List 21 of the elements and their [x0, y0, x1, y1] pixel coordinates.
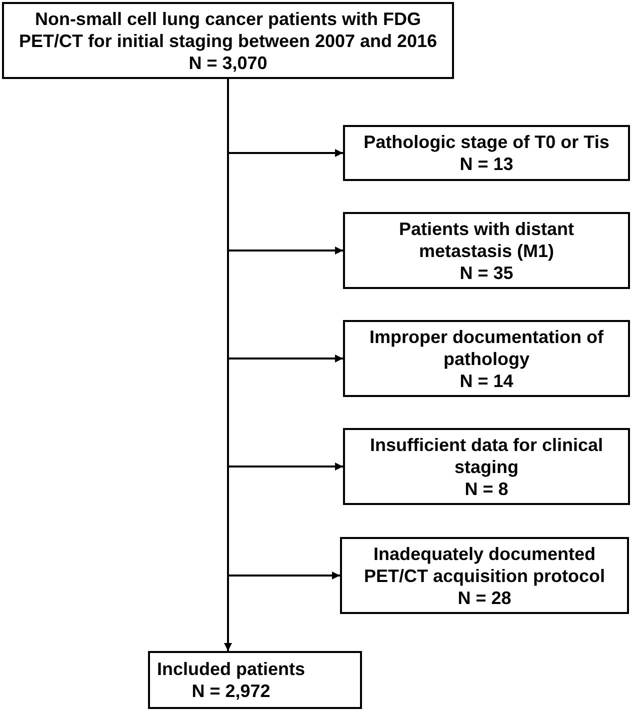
criteria-text: Included patients	[156, 658, 306, 680]
exclusion-box	[343, 428, 630, 505]
exclusion-box	[340, 537, 629, 614]
exclusion-box	[343, 125, 630, 181]
included-box	[148, 651, 362, 709]
count-text: N = 2,972	[192, 680, 270, 702]
count-text: N = 13	[460, 153, 514, 175]
criteria-text: Insufficient data for clinical staging	[368, 434, 604, 478]
count-text: N = 28	[458, 586, 512, 608]
count-text: N = 8	[464, 478, 508, 500]
exclusion-box	[343, 212, 630, 289]
criteria-text: Inadequately documented PET/CT acquisition protocol	[362, 542, 606, 586]
criteria-text: Non-small cell lung cancer patients with FDG PET/CT for initial staging between 2007 and 2016	[18, 8, 438, 52]
exclusion-box	[343, 320, 630, 397]
count-text: N = 3,070	[188, 52, 268, 74]
criteria-text: Patients with distant metastasis (M1)	[398, 218, 576, 262]
cohort-box	[2, 2, 454, 79]
count-text: N = 35	[460, 262, 514, 284]
count-text: N = 14	[460, 370, 514, 392]
criteria-text: Pathologic stage of T0 or Tis	[364, 131, 610, 153]
criteria-text: Improper documentation of pathology	[368, 326, 604, 370]
